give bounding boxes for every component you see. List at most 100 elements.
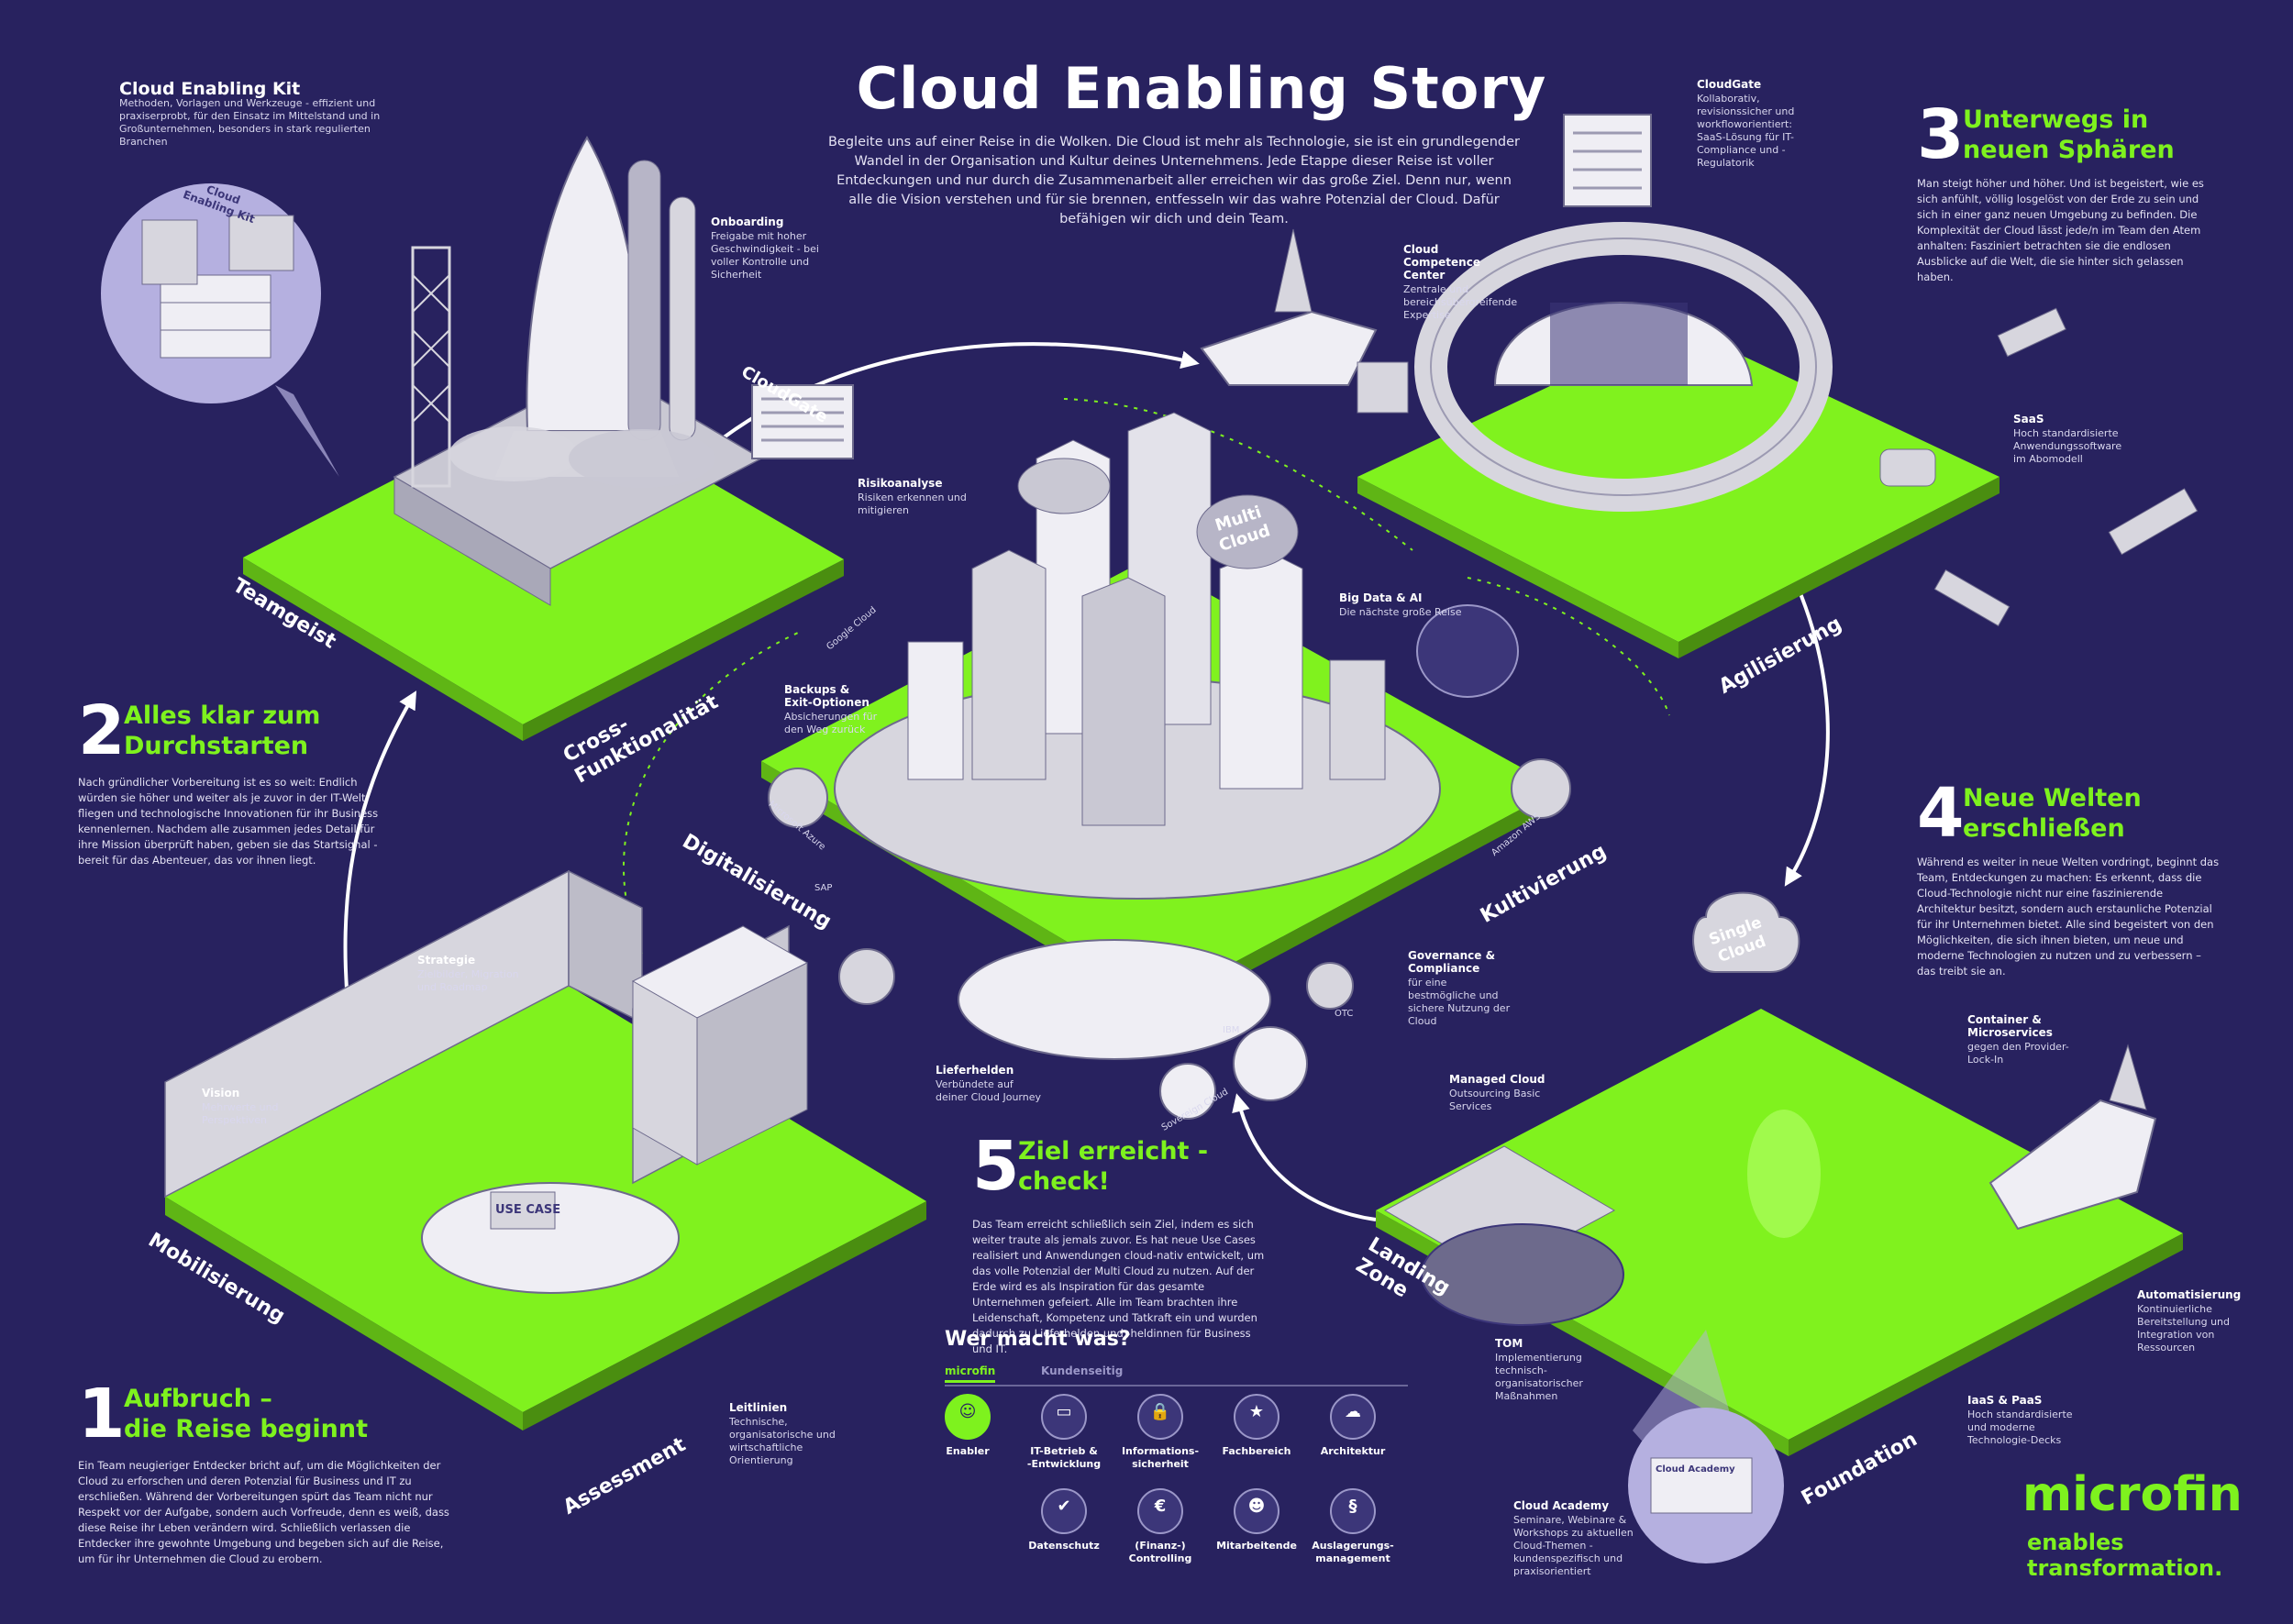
label-automatisierung: Automatisierung Kontinuierliche Bereitst… [2137,1288,2247,1354]
academy-sign: Cloud Academy [1656,1464,1735,1475]
label-text: Zielbilder, Migration und Roadmap [417,968,519,993]
step-body: Das Team erreicht schließlich sein Ziel,… [972,1218,1265,1355]
page-title: Cloud Enabling Story [856,55,1547,122]
label-title: CloudGate [1697,78,1762,91]
enabler-icon: ☺ [945,1394,991,1440]
step-number: 1 [78,1375,126,1453]
provider-sap: SAP [814,883,833,893]
role-label: Enabler [946,1445,990,1457]
provider-ibm: IBM [1223,1025,1240,1035]
intro-text: Begleite uns auf einer Reise in die Wolk… [827,135,1521,226]
label-cloudgate: CloudGate Kollaborativ, revisionssicher … [1697,78,1802,170]
roles-tabs: microfin Kundenseitig [945,1364,1408,1386]
label-title: IaaS & PaaS [1967,1394,2043,1407]
label-text: Hoch standardisierte Anwendungssoftware … [2013,427,2122,465]
label-text: Outsourcing Basic Services [1449,1088,1541,1112]
cloud-icon: ☁ [1330,1394,1376,1440]
tab-kundenseitig: Kundenseitig [1041,1364,1124,1377]
step-body: Ein Team neugieriger Entdecker bricht au… [78,1459,449,1565]
platform-teamgeist [243,135,854,741]
step-body: Nach gründlicher Vorbereitung ist es so … [78,776,379,867]
kit-bubble [101,183,339,477]
label-text: Die nächste große Reise [1339,606,1462,618]
role-informationssicherheit: 🔒 Informations- sicherheit [1114,1394,1206,1471]
step-heading: Aufbruch – die Reise beginnt [124,1385,369,1443]
role-label: Datenschutz [1028,1540,1100,1552]
use-case-sign: USE CASE [495,1203,561,1217]
roles-legend: Wer macht was? microfin Kundenseitig ☺ E… [945,1328,1422,1564]
role-mitarbeitende: ☻ Mitarbeitende [1211,1488,1302,1552]
euro-icon: € [1137,1488,1183,1534]
role-controlling: € (Finanz-) Controlling [1114,1488,1206,1565]
label-title: Big Data & AI [1339,591,1423,604]
provider-otc: OTC [1335,1009,1354,1019]
label-vision: Vision Mehrwerte und Perspektiven [202,1087,294,1127]
label-text: Absicherungen für den Weg zurück [784,711,878,735]
role-label: IT-Betrieb & -Entwicklung [1026,1445,1102,1470]
role-label: Architektur [1320,1445,1386,1457]
star-icon: ★ [1234,1394,1279,1440]
role-label: Informations- sicherheit [1121,1445,1200,1470]
role-label: Auslagerungs- management [1312,1540,1394,1564]
label-managed: Managed Cloud Outsourcing Basic Services [1449,1073,1559,1113]
label-saas: SaaS Hoch standardisierte Anwendungssoft… [2013,413,2132,466]
step-heading: Ziel erreicht - check! [1018,1137,1209,1196]
label-bigdata: Big Data & AI Die nächste große Reise [1339,591,1468,619]
journey-arrow-3 [1784,586,1830,887]
label-text: Kollaborativ, revisionssicher und workfl… [1697,93,1795,169]
label-title: Backups & Exit-Optionen [784,683,870,709]
label-risiko: Risikoanalyse Risiken erkennen und mitig… [858,477,968,517]
label-text: Verbündete auf deiner Cloud Journey [936,1078,1042,1103]
label-text: Mehrwerte und Perspektiven [202,1101,279,1126]
label-title: SaaS [2013,413,2044,425]
label-title: Risikoanalyse [858,477,943,490]
label-text: Seminare, Webinare & Workshops zu aktuel… [1513,1514,1634,1577]
label-governance: Governance & Compliance für eine bestmög… [1408,949,1518,1028]
tab-microfin: microfin [945,1364,996,1383]
journey-arrow-4 [1232,1093,1377,1221]
step-body: Während es weiter in neue Welten vordrin… [1917,856,2220,978]
step-heading: Alles klar zum Durchstarten [124,702,321,760]
label-leitlinien: Leitlinien Technische, organisatorische … [729,1401,839,1467]
label-onboarding: Onboarding Freigabe mit hoher Geschwindi… [711,215,821,282]
label-lieferhelden: Lieferhelden Verbündete auf deiner Cloud… [936,1064,1046,1104]
label-title: Governance & Compliance [1408,949,1496,975]
role-it-betrieb: ▭ IT-Betrieb & -Entwicklung [1018,1394,1110,1471]
label-title: Automatisierung [2137,1288,2242,1301]
people-icon: ☻ [1234,1488,1279,1534]
role-label: Fachbereich [1222,1445,1291,1457]
platform-foundation [1376,891,2183,1563]
label-title: Vision [202,1087,240,1099]
label-text: Methoden, Vorlagen und Werkzeuge - effiz… [119,97,381,148]
role-fachbereich: ★ Fachbereich [1211,1394,1302,1458]
label-iaas: IaaS & PaaS Hoch standardisierte und mod… [1967,1394,2077,1447]
role-label: Mitarbeitende [1216,1540,1297,1552]
step-number: 5 [972,1127,1020,1206]
platform-mobilisierung [164,869,926,1431]
label-kit: Cloud Enabling Kit Methoden, Vorlagen un… [119,81,413,149]
label-text: für eine bestmögliche und sichere Nutzun… [1408,977,1511,1027]
label-tom: TOM Implementierung technisch-organisato… [1495,1337,1605,1403]
label-title: Container & Microservices [1967,1013,2053,1039]
platform-agilisierung [1200,114,2199,658]
roles-title: Wer macht was? [945,1328,1131,1351]
label-title: Cloud Competence Center [1403,243,1480,282]
step-heading: Neue Welten erschließen [1963,784,2142,843]
brand-logo: microfin [2022,1467,2243,1522]
platform-digitalisierung [761,412,1571,1120]
label-text: Freigabe mit hoher Geschwindigkeit - bei… [711,230,819,281]
step-number: 3 [1917,95,1965,174]
shield-icon: ✔ [1041,1488,1087,1534]
step-heading: Unterwegs in neuen Sphären [1963,105,2175,164]
role-enabler: ☺ Enabler [922,1394,1014,1458]
step-number: 4 [1917,774,1965,853]
step-body: Man steigt höher und höher. Und ist bege… [1917,177,2204,283]
paragraph-icon: § [1330,1488,1376,1534]
role-auslagerung: § Auslagerungs- management [1307,1488,1399,1565]
label-title: Onboarding [711,215,784,228]
monitor-icon: ▭ [1041,1394,1087,1440]
role-datenschutz: ✔ Datenschutz [1018,1488,1110,1552]
label-title: Lieferhelden [936,1064,1014,1077]
step-number: 2 [78,691,126,770]
